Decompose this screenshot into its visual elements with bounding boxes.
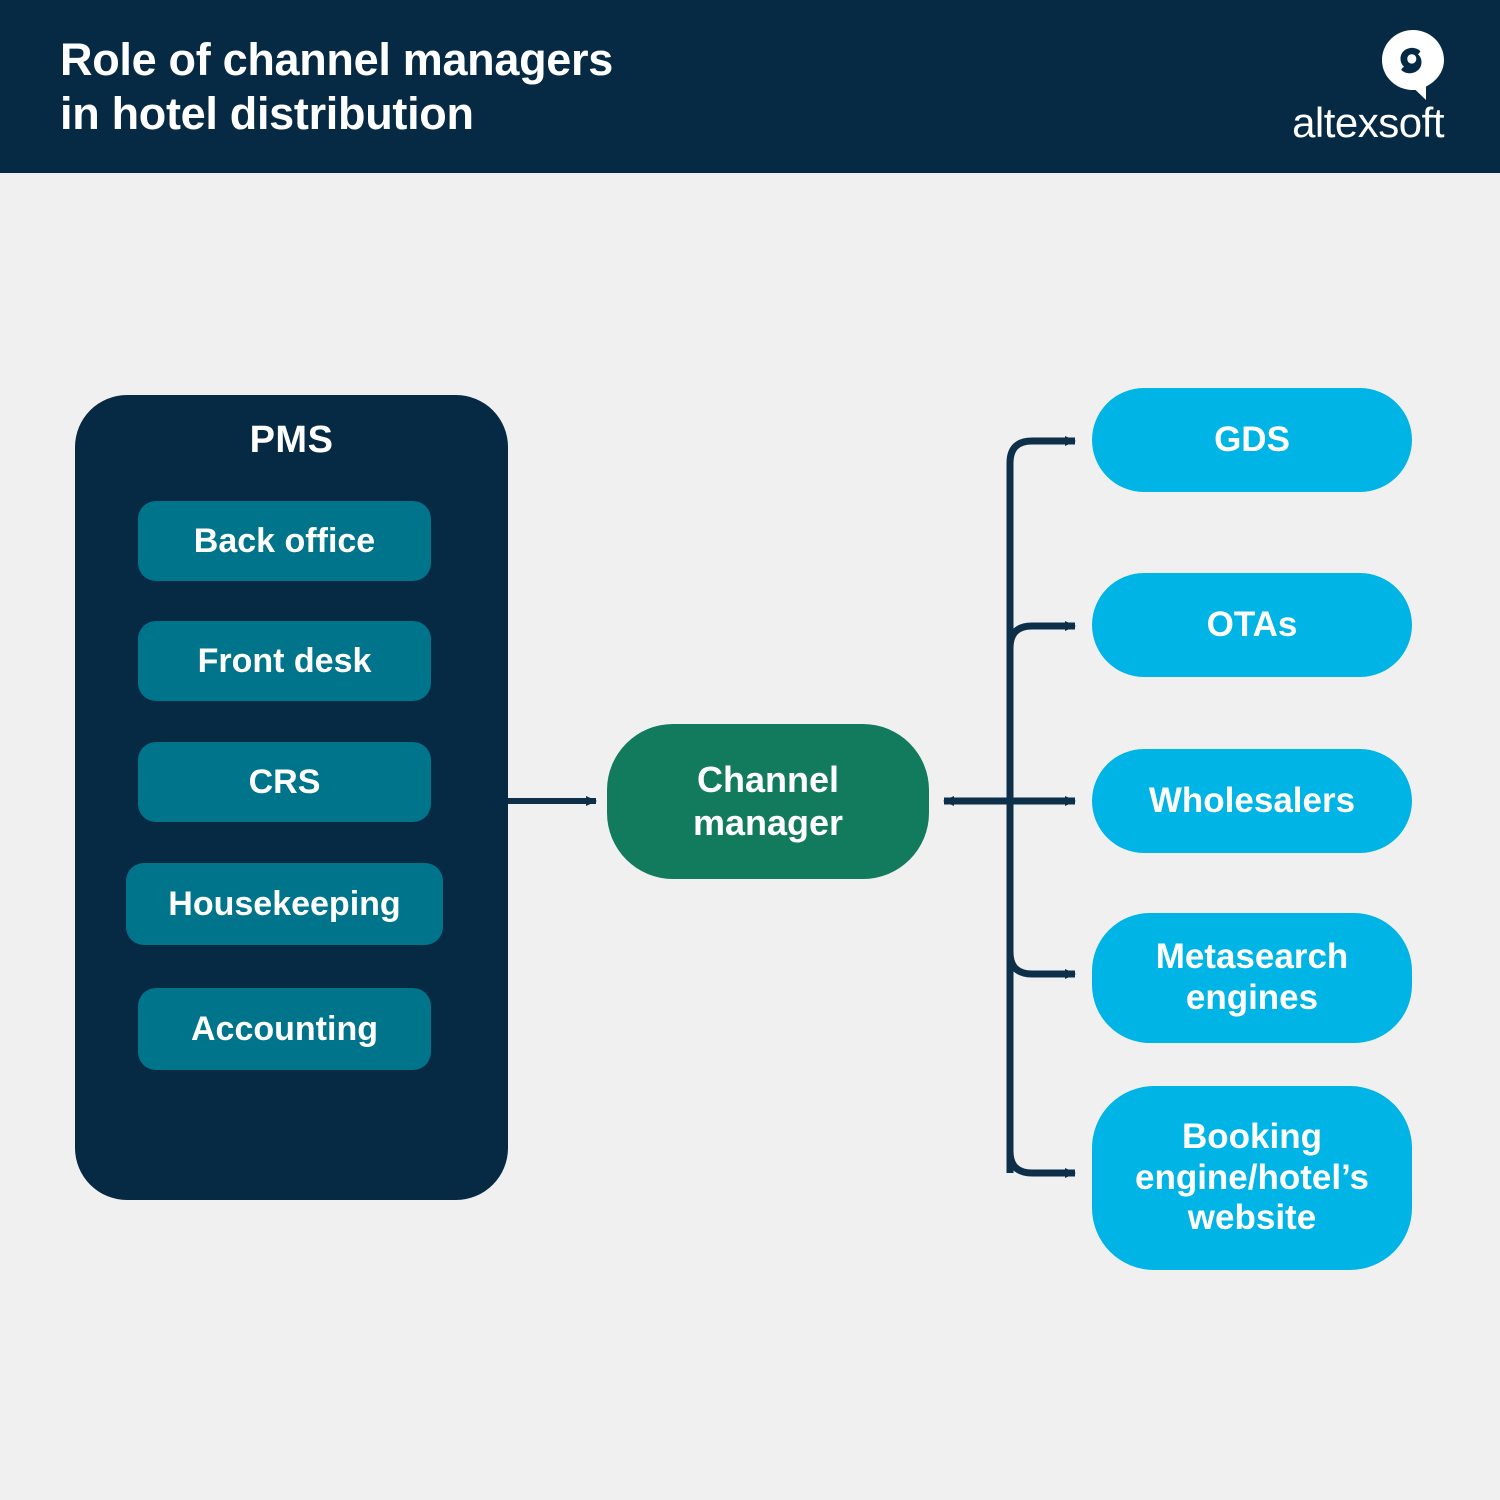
channel-node-booking-engine-hotel-website[interactable]: Booking engine/hotel’s website	[1092, 1086, 1412, 1270]
channel-node-wholesalers[interactable]: Wholesalers	[1092, 749, 1412, 853]
channel-node-label: Metasearch engines	[1155, 937, 1349, 1017]
pms-module-crs[interactable]: CRS	[138, 742, 431, 822]
channel-node-metasearch-engines[interactable]: Metasearch engines	[1092, 913, 1412, 1043]
page-title: Role of channel managers in hotel distri…	[60, 34, 613, 139]
pms-module-housekeeping[interactable]: Housekeeping	[126, 863, 443, 945]
connector-lines	[430, 436, 1076, 1178]
channel-node-label: Wholesalers	[1148, 780, 1356, 820]
channel-node-label: OTAs	[1206, 604, 1298, 644]
header-bar: Role of channel managers in hotel distri…	[0, 0, 1500, 173]
pms-module-back-office[interactable]: Back office	[138, 501, 431, 581]
pms-container: PMS Back office Front desk CRS Housekeep…	[75, 395, 508, 1200]
altexsoft-speech-bubble-logo-icon	[1382, 29, 1444, 100]
pms-module-label: Accounting	[191, 1009, 378, 1048]
brand-wordmark: altexsoft	[1292, 98, 1444, 146]
pms-module-label: Front desk	[197, 641, 372, 680]
channel-manager-label: Channel manager	[692, 759, 844, 843]
channel-node-label: Booking engine/hotel’s website	[1134, 1117, 1369, 1238]
pms-module-label: Housekeeping	[168, 884, 401, 923]
brand-logo: altexsoft	[1292, 29, 1444, 146]
pms-module-accounting[interactable]: Accounting	[138, 988, 431, 1070]
channel-manager-node[interactable]: Channel manager	[607, 724, 929, 879]
wire-channel-manager-trunk	[943, 436, 1076, 1178]
pms-module-label: CRS	[248, 762, 321, 801]
diagram-canvas: PMS Back office Front desk CRS Housekeep…	[0, 173, 1500, 1500]
pms-module-front-desk[interactable]: Front desk	[138, 621, 431, 701]
channel-node-otas[interactable]: OTAs	[1092, 573, 1412, 677]
pms-title: PMS	[249, 419, 334, 461]
pms-module-label: Back office	[193, 521, 376, 560]
channel-node-gds[interactable]: GDS	[1092, 388, 1412, 492]
channel-node-label: GDS	[1214, 419, 1290, 459]
